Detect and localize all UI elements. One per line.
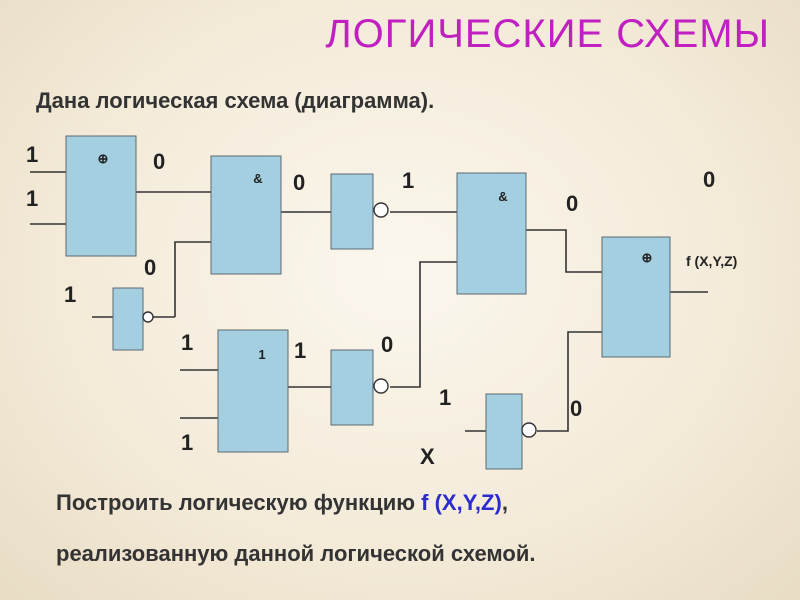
xor-gate-1: ⊕ [65, 135, 137, 257]
or-symbol: 1 [258, 347, 265, 362]
task-line-2: реализованную данной логической схемой. [56, 541, 536, 566]
task-line-1-comma: , [501, 490, 508, 515]
xor-gate-2: ⊕ [601, 236, 671, 358]
inverter-bubble [373, 378, 389, 394]
and-symbol: & [253, 171, 262, 186]
value-not2-out: 1 [402, 168, 414, 193]
value-not3-out: 0 [381, 332, 393, 357]
and-gate-1: & [210, 155, 282, 275]
value-in-b: 1 [26, 186, 38, 211]
inverter-bubble [521, 422, 537, 438]
value-or-out: 1 [294, 338, 306, 363]
subtitle: Дана логическая схема (диаграмма). [36, 88, 435, 113]
signal-values: 1 1 0 1 0 0 1 1 1 1 0 0 0 1 0 X f (X,Y,Z… [26, 142, 737, 469]
output-function-label: f (X,Y,Z) [686, 253, 737, 269]
or-gate: 1 [217, 329, 289, 453]
value-or-in-a: 1 [181, 330, 193, 355]
and-gate-2: & [456, 172, 527, 295]
not-gate-3 [330, 349, 389, 426]
task-line-1-text: Построить логическую функцию [56, 490, 422, 515]
not-gate-2 [330, 173, 389, 250]
page-title: ЛОГИЧЕСКИЕ СХЕМЫ [325, 12, 770, 56]
inverter-bubble [373, 202, 389, 218]
not-gate-1 [112, 287, 154, 351]
value-not1-out: 0 [144, 255, 156, 280]
xor-symbol: ⊕ [98, 151, 109, 166]
value-and2-out: 0 [566, 191, 578, 216]
value-not4-in: 1 [439, 385, 451, 410]
input-x-label: X [420, 444, 435, 469]
not-gate-4 [485, 393, 537, 470]
value-not1-in: 1 [64, 282, 76, 307]
value-in-a: 1 [26, 142, 38, 167]
xor-symbol: ⊕ [642, 250, 653, 265]
value-result: 0 [703, 167, 715, 192]
and-symbol: & [498, 189, 507, 204]
value-and1-out: 0 [293, 170, 305, 195]
value-or-in-b: 1 [181, 430, 193, 455]
inverter-bubble [142, 311, 154, 323]
wires [30, 171, 708, 432]
value-xor1-out: 0 [153, 149, 165, 174]
task-function-name: f (X,Y,Z) [421, 490, 502, 515]
task-line-1: Построить логическую функцию f (X,Y,Z), [56, 490, 508, 516]
value-not4-out: 0 [570, 396, 582, 421]
